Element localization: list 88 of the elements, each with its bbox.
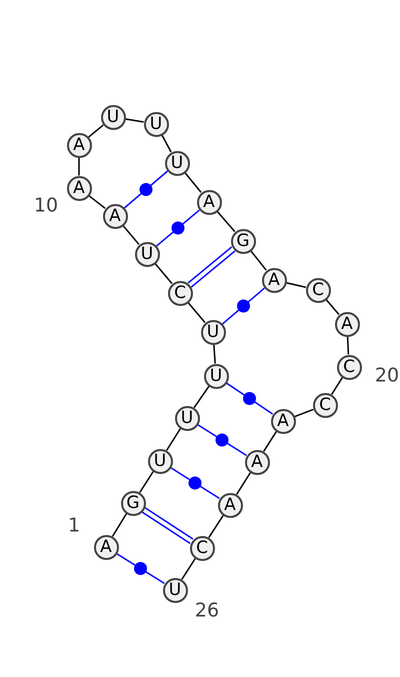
backbone-line (88, 195, 106, 209)
base-letter: U (170, 154, 184, 172)
position-number: 10 (34, 196, 58, 216)
nucleotide-circle (102, 204, 128, 228)
backbone-line (122, 225, 140, 245)
base-letter: C (343, 358, 355, 376)
position-number: 20 (374, 366, 400, 386)
base-letter: U (206, 324, 220, 340)
base-letter: U (168, 582, 182, 598)
base-pair-line (116, 552, 165, 584)
backbone-line (346, 336, 350, 355)
nucleotide-circle (200, 320, 226, 344)
backbone-line (88, 124, 104, 138)
base-letter: A (251, 454, 263, 470)
base-letter: U (210, 368, 222, 384)
backbone-line (78, 158, 80, 176)
nucleotide-circle (100, 104, 126, 130)
backbone-line (188, 302, 206, 323)
base-pair-line (170, 467, 220, 499)
nucleotide-circle (230, 228, 256, 254)
backbone-line (184, 172, 202, 193)
backbone-line (213, 344, 216, 364)
backbone-line (139, 471, 154, 493)
backbone-line (112, 513, 128, 537)
base-letter: C (196, 540, 208, 556)
nucleotide-circle (94, 534, 118, 560)
position-number: 26 (194, 602, 220, 620)
nucleotide-circle (120, 490, 146, 516)
nucleotide-circle (148, 448, 172, 474)
base-pair-line (197, 424, 247, 456)
nucleotide-circle (174, 406, 200, 430)
nucleotide-circle (336, 354, 362, 380)
backbone-line (161, 134, 172, 152)
nucleotide-circle (196, 190, 222, 214)
nucleotide-circle (164, 150, 190, 176)
nucleotide-circle (66, 132, 92, 158)
position-number: 1 (68, 516, 80, 536)
backbone-line (125, 118, 144, 123)
backbone-line (326, 299, 340, 315)
base-pair-line (222, 288, 265, 324)
base-pair-line (156, 209, 200, 247)
base-letter: G (236, 232, 250, 250)
base-letter: A (203, 194, 215, 210)
nucleotide-circle (306, 278, 330, 302)
backbone-line (286, 282, 306, 288)
base-letter: U (154, 452, 166, 470)
base-letter: A (73, 136, 85, 154)
base-letter: A (109, 208, 121, 224)
base-pair-line (226, 382, 274, 415)
backbone-line (208, 515, 224, 538)
base-letter: A (224, 496, 236, 514)
base-letter: C (174, 284, 186, 302)
backbone-line (236, 472, 251, 495)
base-letter: G (126, 494, 140, 512)
base-letter: A (277, 412, 289, 430)
nucleotide-circle (162, 578, 188, 602)
nucleotide-circle (262, 268, 286, 292)
base-letter: C (319, 396, 331, 414)
nucleotide-circle (334, 312, 360, 336)
nucleotide-circle (218, 492, 242, 518)
base-letter: U (106, 108, 120, 126)
base-letter: A (268, 272, 280, 288)
base-letter: U (180, 410, 194, 426)
nucleotide-circle (144, 112, 168, 136)
nucleotide-circle (134, 242, 160, 266)
nucleotide-circle (190, 536, 214, 560)
base-letter: U (150, 116, 162, 132)
base-letter: A (100, 538, 112, 556)
base-letter: A (341, 316, 353, 332)
nucleotide-circle (270, 408, 296, 434)
base-letter: U (140, 246, 154, 262)
backbone-line (154, 263, 172, 284)
base-letter: A (73, 180, 85, 196)
nucleotide-circle (312, 392, 338, 418)
nucleotide-circle (66, 176, 92, 200)
backbone-line (193, 386, 210, 408)
nucleotide-circle (244, 450, 270, 474)
backbone-line (263, 431, 277, 452)
base-letter: C (312, 282, 324, 298)
backbone-line (166, 428, 181, 451)
nucleotide-circle (168, 280, 192, 306)
backbone-line (331, 377, 343, 395)
base-pair-line (124, 170, 168, 208)
backbone-line (294, 408, 314, 418)
nucleotide-circle (204, 364, 228, 388)
backbone-line (216, 210, 236, 232)
backbone-line (181, 558, 196, 580)
backbone-line (250, 250, 267, 271)
